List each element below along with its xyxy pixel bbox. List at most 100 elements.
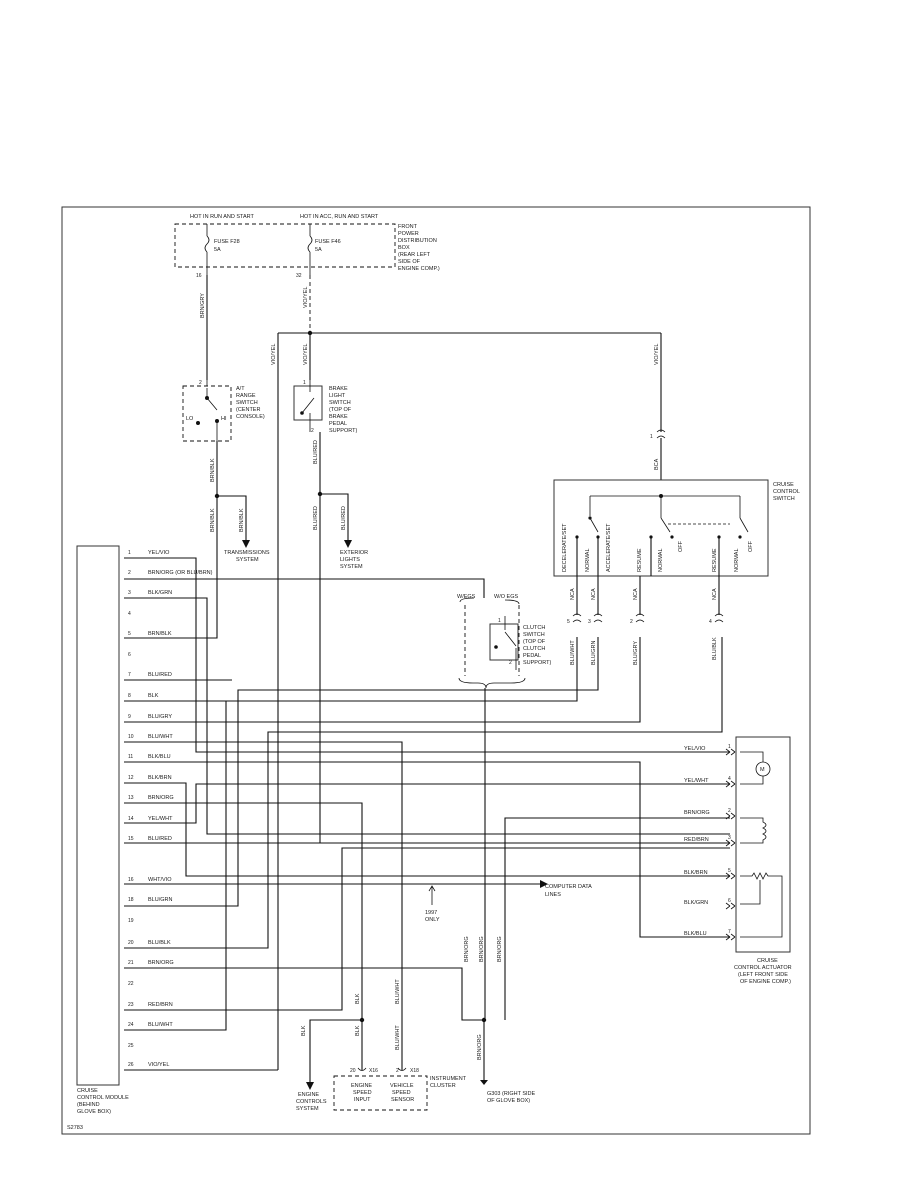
module-pin-24: 24 bbox=[128, 1022, 134, 1028]
module-label: CRUISE CONTROL MODULE (BEHIND GLOVE BOX) bbox=[77, 1088, 129, 1115]
svg-text:(CENTER: (CENTER bbox=[236, 407, 260, 413]
nca-label-3: NCA bbox=[633, 588, 639, 600]
svg-text:BRAKE: BRAKE bbox=[329, 414, 348, 420]
actuator-connector-icon bbox=[725, 933, 736, 941]
w-egs-label: W/EGS bbox=[457, 594, 476, 600]
wire-label-blu-gry-sw: BLU/GRY bbox=[633, 641, 639, 665]
wire-vio-yel-bus bbox=[277, 332, 662, 1070]
module-pin-8: 8 bbox=[128, 693, 131, 699]
cruise-switch-bca: BCA bbox=[654, 458, 660, 470]
nca-label-1: NCA bbox=[570, 588, 576, 600]
actuator-pin-wire-label: BRN/ORG bbox=[684, 810, 710, 816]
nca-label-2: NCA bbox=[591, 588, 597, 600]
actuator-connector-icon bbox=[725, 780, 736, 788]
module-pin-4: 4 bbox=[128, 611, 131, 617]
engine-controls-destination: ENGINE CONTROLS SYSTEM bbox=[296, 1092, 327, 1112]
actuator-pin-7: 7 bbox=[728, 929, 731, 935]
brake-switch-label: BRAKE LIGHT SWITCH (TOP OF BRAKE PEDAL S… bbox=[329, 386, 357, 434]
module-pin-wire-label: YEL/WHT bbox=[148, 816, 173, 822]
svg-text:(TOP OF: (TOP OF bbox=[523, 639, 546, 645]
actuator-coil-icon bbox=[740, 817, 767, 844]
module-pin-12: 12 bbox=[128, 775, 134, 781]
brake-switch-pin-1: 1 bbox=[303, 380, 306, 386]
fuse-f46-icon bbox=[307, 235, 313, 253]
actuator-pin-wire-label: YEL/WHT bbox=[684, 778, 709, 784]
svg-text:CLUTCH: CLUTCH bbox=[523, 646, 545, 652]
svg-text:COMPUTER DATA: COMPUTER DATA bbox=[545, 884, 592, 890]
svg-text:EXTERIOR: EXTERIOR bbox=[340, 550, 368, 556]
only-1997-note: 1997 ONLY bbox=[425, 910, 440, 923]
module-pin-wire-label: BRN/ORG bbox=[148, 960, 174, 966]
svg-text:CONTROL ACTUATOR: CONTROL ACTUATOR bbox=[734, 965, 792, 971]
module-pin-wire-label: VIO/YEL bbox=[148, 1062, 169, 1068]
wire-label-brn-blk-3: BRN/BLK bbox=[239, 508, 245, 532]
wire-label-vio-yel-right: VIO/YEL bbox=[654, 344, 660, 365]
clutch-switch: W/EGS W/O EGS 1 2 CLUTCH SWITCH (TOP OF … bbox=[457, 594, 551, 689]
svg-text:SENSOR: SENSOR bbox=[391, 1097, 414, 1103]
actuator-pin-wire-label: BLK/GRN bbox=[684, 900, 708, 906]
svg-text:X16: X16 bbox=[369, 1068, 378, 1074]
svg-text:SPEED: SPEED bbox=[353, 1090, 372, 1096]
svg-text:VEHICLE: VEHICLE bbox=[390, 1083, 414, 1089]
module-pin-14: 14 bbox=[128, 816, 134, 822]
module-pin-9: 9 bbox=[128, 714, 131, 720]
wire-label-brn-blk-1: BRN/BLK bbox=[210, 458, 216, 482]
wire-brn-blk bbox=[124, 441, 247, 639]
clutch-switch-label: CLUTCH SWITCH (TOP OF CLUTCH PEDAL SUPPO… bbox=[523, 625, 551, 666]
svg-text:PEDAL: PEDAL bbox=[523, 653, 541, 659]
exterior-arrow-icon bbox=[344, 540, 352, 548]
cruise-switch-connectors-icon bbox=[572, 613, 724, 623]
svg-text:2: 2 bbox=[509, 660, 512, 666]
svg-text:CRUISE: CRUISE bbox=[77, 1088, 98, 1094]
module-pin-16: 16 bbox=[128, 877, 134, 883]
svg-text:RESUME: RESUME bbox=[712, 548, 718, 572]
svg-text:SUPPORT): SUPPORT) bbox=[329, 428, 357, 434]
connector-icon bbox=[656, 429, 666, 439]
pin-16: 16 bbox=[196, 273, 202, 279]
actuator-motor-label: M bbox=[760, 767, 765, 773]
at-switch-lo: LO bbox=[186, 416, 194, 422]
at-switch-hi: HI bbox=[221, 416, 227, 422]
svg-text:CRUISE: CRUISE bbox=[757, 958, 778, 964]
svg-text:RESUME: RESUME bbox=[637, 548, 643, 572]
actuator-pin-wire-label: BLK/BLU bbox=[684, 931, 707, 937]
computer-data-lines: COMPUTER DATA LINES bbox=[545, 884, 592, 898]
svg-text:NORMAL: NORMAL bbox=[658, 548, 664, 572]
wire-label-blu-wht-sw: BLU/WHT bbox=[570, 640, 576, 665]
svg-text:SYSTEM: SYSTEM bbox=[340, 564, 363, 570]
fuse-f28-label: FUSE F28 bbox=[214, 239, 240, 245]
vehicle-speed-sensor: VEHICLE SPEED SENSOR bbox=[390, 1083, 414, 1103]
svg-text:CONTROL MODULE: CONTROL MODULE bbox=[77, 1095, 129, 1101]
hot-acc-run-start-label: HOT IN ACC, RUN AND START bbox=[300, 214, 379, 220]
actuator-connector-icon bbox=[725, 812, 736, 820]
at-switch-label: A/T RANGE SWITCH (CENTER CONSOLE) bbox=[236, 386, 265, 420]
module-pin-wire-label: BLU/BLK bbox=[148, 940, 171, 946]
svg-text:SWITCH: SWITCH bbox=[329, 400, 351, 406]
svg-text:(LEFT FRONT SIDE: (LEFT FRONT SIDE bbox=[738, 972, 788, 978]
cruise-control-module: CRUISE CONTROL MODULE (BEHIND GLOVE BOX)… bbox=[76, 545, 213, 1115]
fuse-f46-rating: 5A bbox=[315, 247, 322, 253]
actuator-connector-icon bbox=[725, 872, 736, 880]
svg-text:INSTRUMENT: INSTRUMENT bbox=[430, 1076, 467, 1082]
transmission-destination: TRANSMISSIONS SYSTEM bbox=[224, 550, 270, 563]
module-pin-13: 13 bbox=[128, 795, 134, 801]
module-pin-18: 18 bbox=[128, 897, 134, 903]
wire-label-blu-wht-1: BLU/WHT bbox=[395, 979, 401, 1004]
cruise-control-actuator: CRUISE CONTROL ACTUATOR (LEFT FRONT SIDE… bbox=[684, 736, 792, 985]
distribution-box-label: FRONT POWER DISTRIBUTION BOX (REAR LEFT … bbox=[398, 224, 440, 272]
module-pin-wire-label: YEL/VIO bbox=[148, 550, 170, 556]
svg-text:POWER: POWER bbox=[398, 231, 419, 237]
reference-code: S2783 bbox=[67, 1125, 83, 1131]
svg-text:FRONT: FRONT bbox=[398, 224, 418, 230]
module-pin-wire-label: BLK/BRN bbox=[148, 775, 172, 781]
power-distribution-box: HOT IN RUN AND START HOT IN ACC, RUN AND… bbox=[174, 214, 440, 279]
svg-text:SUPPORT): SUPPORT) bbox=[523, 660, 551, 666]
module-pin-wire-label: BLU/WHT bbox=[148, 734, 173, 740]
actuator-label: CRUISE CONTROL ACTUATOR (LEFT FRONT SIDE… bbox=[734, 958, 792, 985]
wire-label-vio-yel-upper: VIO/YEL bbox=[303, 287, 309, 308]
actuator-pin-list: 1YEL/VIO4YEL/WHT2BRN/ORG3RED/BRN5BLK/BRN… bbox=[684, 744, 736, 941]
actuator-connector-icon bbox=[725, 839, 736, 847]
actuator-pin-wire-label: RED/BRN bbox=[684, 837, 709, 843]
module-pin-1: 1 bbox=[128, 550, 131, 556]
